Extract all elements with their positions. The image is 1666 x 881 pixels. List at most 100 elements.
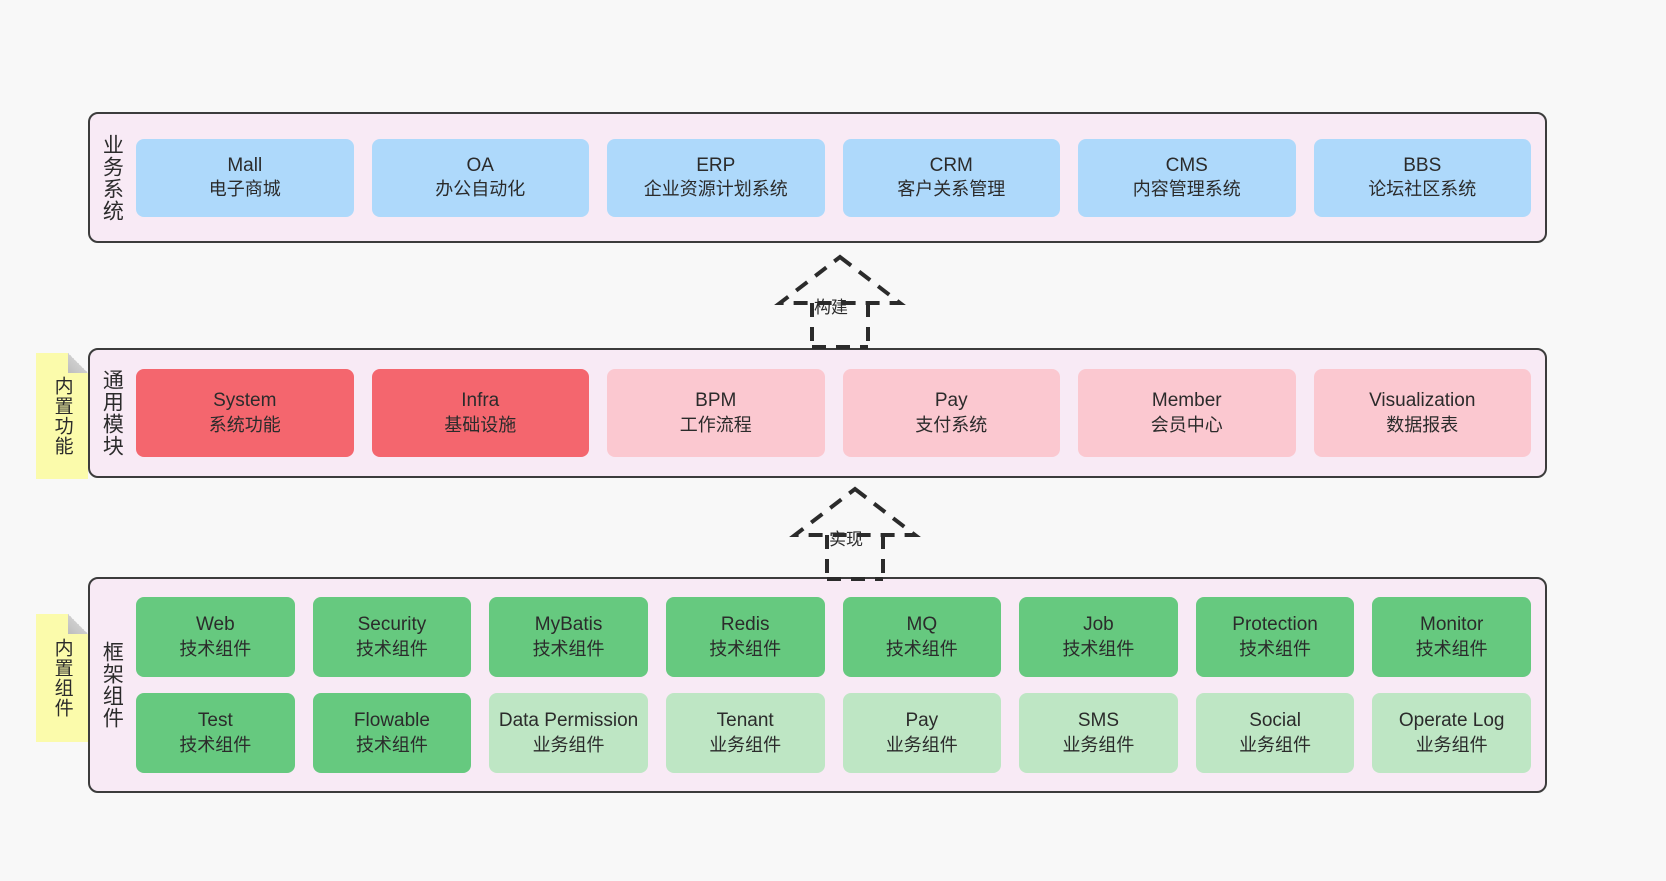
node-label-cn: 技术组件 — [1239, 638, 1312, 659]
layer-framework-components: 框架组件 Web 技术组件 Security 技术组件 MyBatis 技术组件… — [88, 577, 1547, 793]
node-social[interactable]: Social 业务组件 — [1195, 693, 1355, 773]
node-sms[interactable]: SMS 业务组件 — [1019, 693, 1178, 773]
node-test[interactable]: Test 技术组件 — [136, 693, 295, 773]
node-label-en: Monitor — [1420, 614, 1484, 636]
module-node-row: System 系统功能 Infra 基础设施 BPM 工作流程 Pay 支付系统… — [136, 369, 1531, 457]
node-label-en: Data Permission — [498, 710, 639, 732]
node-label-cn: 业务组件 — [709, 734, 782, 755]
node-label-en: Social — [1249, 710, 1301, 732]
arrow-implement: 实现 — [765, 486, 945, 581]
arrow-build: 构建 — [750, 254, 930, 349]
node-system[interactable]: System 系统功能 — [136, 369, 354, 457]
node-tenant[interactable]: Tenant 业务组件 — [665, 693, 825, 773]
node-label-cn: 技术组件 — [709, 638, 782, 659]
node-visualization[interactable]: Visualization 数据报表 — [1313, 369, 1531, 457]
node-security[interactable]: Security 技术组件 — [312, 597, 472, 677]
node-label-cn: 系统功能 — [208, 414, 281, 435]
node-label-cn: 技术组件 — [532, 638, 605, 659]
node-label-en: MyBatis — [534, 614, 603, 636]
node-operate-log[interactable]: Operate Log 业务组件 — [1372, 693, 1531, 773]
node-mall[interactable]: Mall 电子商城 — [136, 138, 354, 217]
node-flowable[interactable]: Flowable 技术组件 — [312, 693, 472, 773]
node-label-en: Operate Log — [1398, 710, 1505, 732]
frame-node-row-1: Web 技术组件 Security 技术组件 MyBatis 技术组件 Redi… — [136, 597, 1531, 677]
node-label-cn: 业务组件 — [1062, 734, 1135, 755]
node-label-cn: 支付系统 — [915, 414, 988, 435]
node-mybatis[interactable]: MyBatis 技术组件 — [489, 597, 648, 677]
node-label-cn: 技术组件 — [179, 638, 252, 659]
node-bpm[interactable]: BPM 工作流程 — [607, 369, 825, 457]
layer-common-modules: 通用模块 System 系统功能 Infra 基础设施 BPM 工作流程 Pay — [88, 348, 1547, 478]
layer-frame-title: 框架组件 — [100, 641, 124, 729]
generalization-arrow-icon — [774, 254, 906, 349]
node-label-cn: 客户关系管理 — [897, 179, 1006, 200]
node-label-cn: 技术组件 — [885, 638, 958, 659]
node-label-en: BPM — [695, 390, 737, 412]
node-label-en: OA — [466, 154, 494, 176]
node-data-permission[interactable]: Data Permission 业务组件 — [489, 693, 648, 773]
node-label-cn: 业务组件 — [885, 734, 958, 755]
node-label-en: Member — [1151, 390, 1222, 412]
node-label-en: CRM — [929, 154, 973, 176]
node-label-cn: 技术组件 — [355, 638, 428, 659]
node-label-en: Pay — [934, 390, 968, 412]
layer-module-body: System 系统功能 Infra 基础设施 BPM 工作流程 Pay 支付系统… — [132, 350, 1545, 476]
node-label-cn: 技术组件 — [355, 734, 428, 755]
layer-frame-body: Web 技术组件 Security 技术组件 MyBatis 技术组件 Redi… — [132, 579, 1545, 791]
node-infra[interactable]: Infra 基础设施 — [371, 369, 589, 457]
layer-business-title: 业务系统 — [100, 133, 124, 222]
node-crm[interactable]: CRM 客户关系管理 — [842, 138, 1060, 217]
node-redis[interactable]: Redis 技术组件 — [665, 597, 825, 677]
frame-node-row-2: Test 技术组件 Flowable 技术组件 Data Permission … — [136, 693, 1531, 773]
node-pay-module[interactable]: Pay 支付系统 — [842, 369, 1060, 457]
node-label-en: Redis — [720, 614, 770, 636]
node-erp[interactable]: ERP 企业资源计划系统 — [607, 138, 825, 217]
node-oa[interactable]: OA 办公自动化 — [371, 138, 589, 217]
node-label-cn: 技术组件 — [1062, 638, 1135, 659]
node-pay-component[interactable]: Pay 业务组件 — [842, 693, 1002, 773]
node-label-en: Tenant — [716, 710, 774, 732]
arrow-build-label: 构建 — [814, 298, 848, 317]
node-cms[interactable]: CMS 内容管理系统 — [1078, 138, 1296, 217]
layer-business-systems: 业务系统 Mall 电子商城 OA 办公自动化 ERP 企业资源计划系统 CRM — [88, 112, 1547, 243]
node-label-en: CMS — [1165, 154, 1208, 176]
node-label-cn: 业务组件 — [1239, 734, 1312, 755]
node-web[interactable]: Web 技术组件 — [136, 597, 295, 677]
sticky-note-builtin-features: 内置功能 — [36, 353, 88, 479]
node-label-en: Job — [1083, 614, 1114, 636]
node-label-en: ERP — [696, 154, 736, 176]
generalization-arrow-icon — [789, 486, 921, 581]
node-label-cn: 内容管理系统 — [1132, 179, 1241, 200]
node-bbs[interactable]: BBS 论坛社区系统 — [1313, 138, 1531, 217]
node-label-en: Flowable — [353, 710, 430, 732]
node-protection[interactable]: Protection 技术组件 — [1195, 597, 1355, 677]
node-label-en: Infra — [461, 390, 500, 412]
node-label-cn: 技术组件 — [179, 734, 252, 755]
node-mq[interactable]: MQ 技术组件 — [842, 597, 1002, 677]
node-label-cn: 电子商城 — [208, 179, 281, 200]
node-monitor[interactable]: Monitor 技术组件 — [1372, 597, 1531, 677]
node-label-en: Security — [357, 614, 427, 636]
node-label-cn: 工作流程 — [679, 414, 752, 435]
node-label-en: MQ — [906, 614, 938, 636]
node-label-en: Pay — [905, 710, 939, 732]
layer-module-title: 通用模块 — [100, 369, 124, 457]
node-label-en: Visualization — [1369, 390, 1476, 412]
node-label-en: System — [213, 390, 277, 412]
node-label-cn: 基础设施 — [444, 414, 517, 435]
node-label-cn: 业务组件 — [1415, 734, 1488, 755]
node-label-cn: 会员中心 — [1150, 414, 1223, 435]
node-label-cn: 企业资源计划系统 — [643, 179, 788, 200]
node-job[interactable]: Job 技术组件 — [1019, 597, 1178, 677]
node-label-cn: 办公自动化 — [435, 179, 526, 200]
node-label-en: Mall — [227, 154, 263, 176]
node-label-cn: 技术组件 — [1415, 638, 1488, 659]
node-label-en: BBS — [1403, 154, 1442, 176]
node-label-en: Test — [197, 710, 233, 732]
node-label-en: Web — [195, 614, 235, 636]
node-member[interactable]: Member 会员中心 — [1078, 369, 1296, 457]
node-label-cn: 数据报表 — [1386, 414, 1459, 435]
node-label-cn: 业务组件 — [532, 734, 605, 755]
business-node-row: Mall 电子商城 OA 办公自动化 ERP 企业资源计划系统 CRM 客户关系… — [136, 138, 1531, 217]
